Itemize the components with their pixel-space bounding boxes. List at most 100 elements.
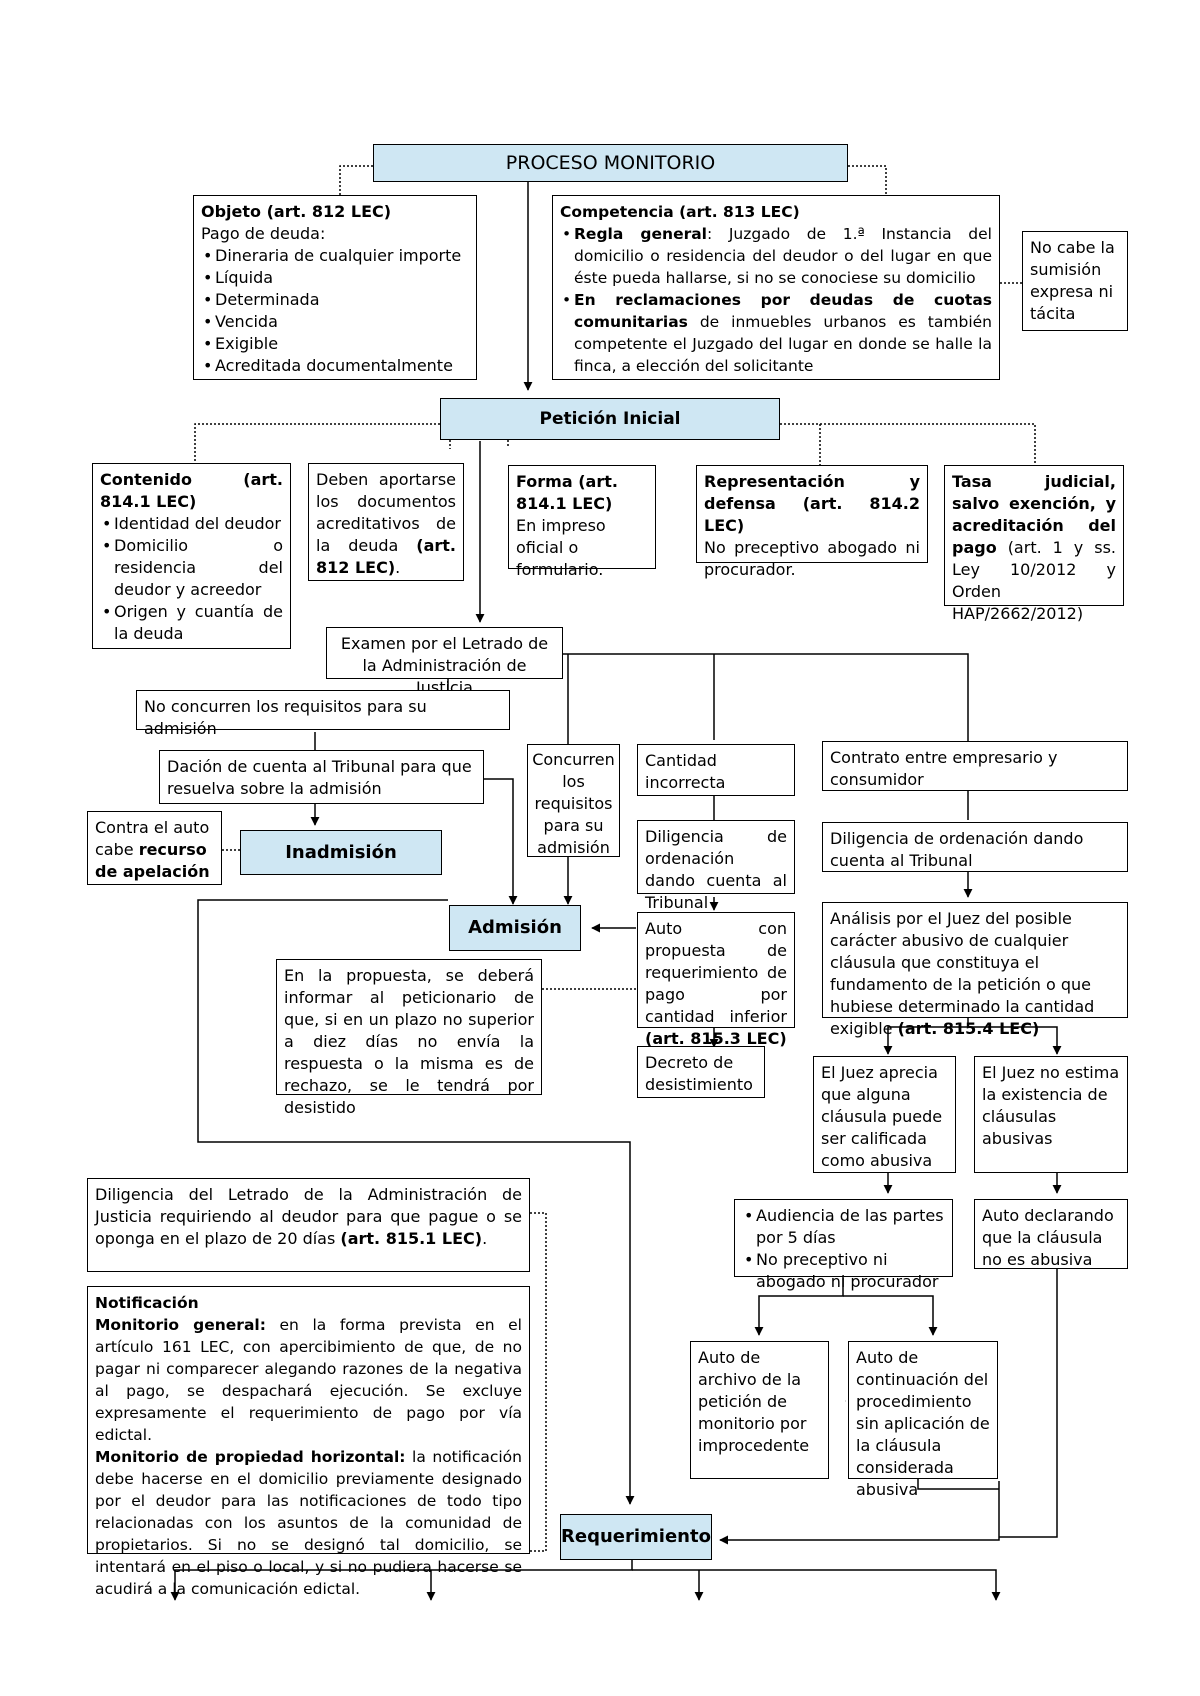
decreto-text: Decreto de desistimiento <box>645 1053 753 1094</box>
diligencia-ordenacion-text-2: Diligencia de ordenación dando cuenta al… <box>830 829 1084 870</box>
diligencia-letrado-text: Diligencia del Letrado de la Administrac… <box>95 1185 522 1248</box>
auto-no-abusiva-text: Auto declarando que la cláusula no es ab… <box>982 1206 1114 1269</box>
audiencia-list: Audiencia de las partes por 5 días No pr… <box>742 1205 945 1293</box>
cantidad-incorrecta-box: Cantidad incorrecta <box>637 744 795 796</box>
diligencia-letrado-box: Diligencia del Letrado de la Administrac… <box>87 1178 530 1272</box>
no-sumision-box: No cabe la sumisión expresa ni tácita <box>1022 231 1128 331</box>
objeto-item: Acreditada documentalmente <box>203 355 469 377</box>
audiencia-item: No preceptivo ni abogado ni procurador <box>744 1249 945 1293</box>
objeto-box: Objeto (art. 812 LEC) Pago de deuda: Din… <box>193 195 477 380</box>
monitorio-horizontal-label: Monitorio de propiedad horizontal: <box>95 1448 406 1466</box>
dacion-box: Dación de cuenta al Tribunal para que re… <box>159 750 484 804</box>
notificacion-horizontal: Monitorio de propiedad horizontal: la no… <box>95 1446 522 1600</box>
tasa-box: Tasa judicial, salvo exención, y acredit… <box>944 465 1124 623</box>
objeto-item: Dineraria de cualquier importe <box>203 245 469 267</box>
contra-auto-recurso: recurso de apelación <box>95 840 210 881</box>
notificacion-general: Monitorio general: en la forma prevista … <box>95 1314 522 1446</box>
diligencia-ordenacion-box-1: Diligencia de ordenación dando cuenta al… <box>637 820 795 912</box>
competencia-rule-general: Regla general: Juzgado de 1.ª Instancia … <box>562 223 992 289</box>
juez-aprecia-box: El Juez aprecia que alguna cláusula pued… <box>813 1056 956 1173</box>
forma-box: Forma (art. 814.1 LEC) En impreso oficia… <box>508 465 656 579</box>
monitorio-horizontal-text: la notificación debe hacerse en el domic… <box>95 1448 522 1598</box>
peticion-inicial-box: Petición Inicial <box>440 398 780 440</box>
contra-auto-box: Contra el auto cabe recurso de apelación <box>87 811 222 885</box>
contra-auto-text: Contra el auto cabe <box>95 818 210 859</box>
contenido-box: Contenido (art. 814.1 LEC) Identidad del… <box>92 463 291 649</box>
competencia-heading: Competencia (art. 813 LEC) <box>560 203 800 221</box>
notificacion-box: Notificación Monitorio general: en la fo… <box>87 1286 530 1598</box>
admision-box: Admisión <box>449 905 581 951</box>
auto-archivo-text: Auto de archivo de la petición de monito… <box>698 1348 810 1455</box>
competencia-list: Regla general: Juzgado de 1.ª Instancia … <box>560 223 992 377</box>
no-sumision-text: No cabe la sumisión expresa ni tácita <box>1030 238 1115 323</box>
examen-box: Examen por el Letrado de la Administraci… <box>326 627 563 697</box>
contenido-heading: Contenido (art. 814.1 LEC) <box>100 470 283 511</box>
analisis-ref: (art. 815.4 LEC) <box>897 1019 1040 1038</box>
auto-archivo-box: Auto de archivo de la petición de monito… <box>690 1341 829 1479</box>
competencia-rule-comunitarias: En reclamaciones por deudas de cuotas co… <box>562 289 992 377</box>
forma-text: En impreso oficial o formulario. <box>516 516 606 579</box>
cantidad-incorrecta-text: Cantidad incorrecta <box>645 751 726 792</box>
analisis-box: Análisis por el Juez del posible carácte… <box>822 902 1128 1038</box>
contenido-item: Domicilio o residencia del deudor y acre… <box>102 535 283 601</box>
documentos-end: . <box>395 558 401 577</box>
audiencia-box: Audiencia de las partes por 5 días No pr… <box>734 1199 953 1291</box>
documentos-text: Deben aportarse los documentos acreditat… <box>316 470 456 555</box>
contenido-list: Identidad del deudor Domicilio o residen… <box>100 513 283 645</box>
tasa-text: (art. 1 y ss. Ley 10/2012 y Orden HAP/26… <box>952 538 1116 623</box>
objeto-item: Exigible <box>203 333 469 355</box>
documentos-ref: (art. 812 LEC) <box>316 536 456 577</box>
propuesta-nota-box: En la propuesta, se deberá informar al p… <box>276 959 542 1117</box>
contenido-item: Origen y cuantía de la deuda <box>102 601 283 645</box>
inadmision-box: Inadmisión <box>240 830 442 875</box>
concurren-text: Concurren los requisitos para su admisió… <box>532 750 615 857</box>
title: PROCESO MONITORIO <box>505 152 716 174</box>
auto-propuesta-text: Auto con propuesta de requerimiento de p… <box>645 919 787 1026</box>
notificacion-heading: Notificación <box>95 1294 199 1312</box>
rule-comunitarias-label: En reclamaciones por deudas de cuotas co… <box>574 291 992 331</box>
no-concurren-box: No concurren los requisitos para su admi… <box>136 690 510 738</box>
inadmision-label: Inadmisión <box>285 841 397 863</box>
diligencia-ordenacion-box-2: Diligencia de ordenación dando cuenta al… <box>822 822 1128 872</box>
decreto-box: Decreto de desistimiento <box>637 1046 765 1098</box>
objeto-item: Líquida <box>203 267 469 289</box>
monitorio-general-label: Monitorio general: <box>95 1316 266 1334</box>
auto-continuacion-box: Auto de continuación del procedimiento s… <box>848 1341 998 1499</box>
tasa-heading: Tasa judicial, salvo exención, y acredit… <box>952 472 1116 557</box>
monitorio-general-text: en la forma prevista en el artículo 161 … <box>95 1316 522 1444</box>
rule-general-label: Regla general <box>574 225 707 243</box>
documentos-box: Deben aportarse los documentos acreditat… <box>308 463 464 581</box>
analisis-text: Análisis por el Juez del posible carácte… <box>830 909 1095 1038</box>
auto-continuacion-text: Auto de continuación del procedimiento s… <box>856 1348 990 1499</box>
concurren-box: Concurren los requisitos para su admisió… <box>527 744 620 857</box>
contrato-box: Contrato entre empresario y consumidor <box>822 741 1128 791</box>
diligencia-letrado-end: . <box>482 1229 488 1248</box>
propuesta-nota-text: En la propuesta, se deberá informar al p… <box>284 966 534 1117</box>
objeto-item: Determinada <box>203 289 469 311</box>
rule-general-text: : Juzgado de 1.ª Instancia del domicilio… <box>574 225 992 287</box>
admision-label: Admisión <box>468 917 562 938</box>
representacion-heading: Representación y defensa (art. 814.2 LEC… <box>704 472 920 535</box>
auto-propuesta-box: Auto con propuesta de requerimiento de p… <box>637 912 795 1048</box>
objeto-list: Dineraria de cualquier importe Líquida D… <box>201 245 469 377</box>
dacion-text: Dación de cuenta al Tribunal para que re… <box>167 757 472 798</box>
contrato-text: Contrato entre empresario y consumidor <box>830 748 1058 789</box>
rule-comunitarias-text: de inmuebles urbanos es también competen… <box>574 313 992 375</box>
juez-no-estima-box: El Juez no estima la existencia de cláus… <box>974 1056 1128 1173</box>
auto-no-abusiva-box: Auto declarando que la cláusula no es ab… <box>974 1199 1128 1269</box>
auto-propuesta-ref: (art. 815.3 LEC) <box>645 1029 787 1048</box>
objeto-item: Vencida <box>203 311 469 333</box>
objeto-heading: Objeto (art. 812 LEC) <box>201 202 392 221</box>
juez-no-estima-text: El Juez no estima la existencia de cláus… <box>982 1063 1120 1148</box>
competencia-box: Competencia (art. 813 LEC) Regla general… <box>552 195 1000 380</box>
peticion-inicial-label: Petición Inicial <box>539 409 681 429</box>
forma-heading: Forma (art. 814.1 LEC) <box>516 472 618 513</box>
diligencia-letrado-ref: (art. 815.1 LEC) <box>340 1229 483 1248</box>
requerimiento-label: Requerimiento <box>561 1526 711 1547</box>
juez-aprecia-text: El Juez aprecia que alguna cláusula pued… <box>821 1063 943 1170</box>
representacion-box: Representación y defensa (art. 814.2 LEC… <box>696 465 928 579</box>
audiencia-item: Audiencia de las partes por 5 días <box>744 1205 945 1249</box>
contenido-item: Identidad del deudor <box>102 513 283 535</box>
representacion-text: No preceptivo abogado ni procurador. <box>704 538 920 579</box>
diligencia-ordenacion-text-1: Diligencia de ordenación dando cuenta al… <box>645 827 787 912</box>
